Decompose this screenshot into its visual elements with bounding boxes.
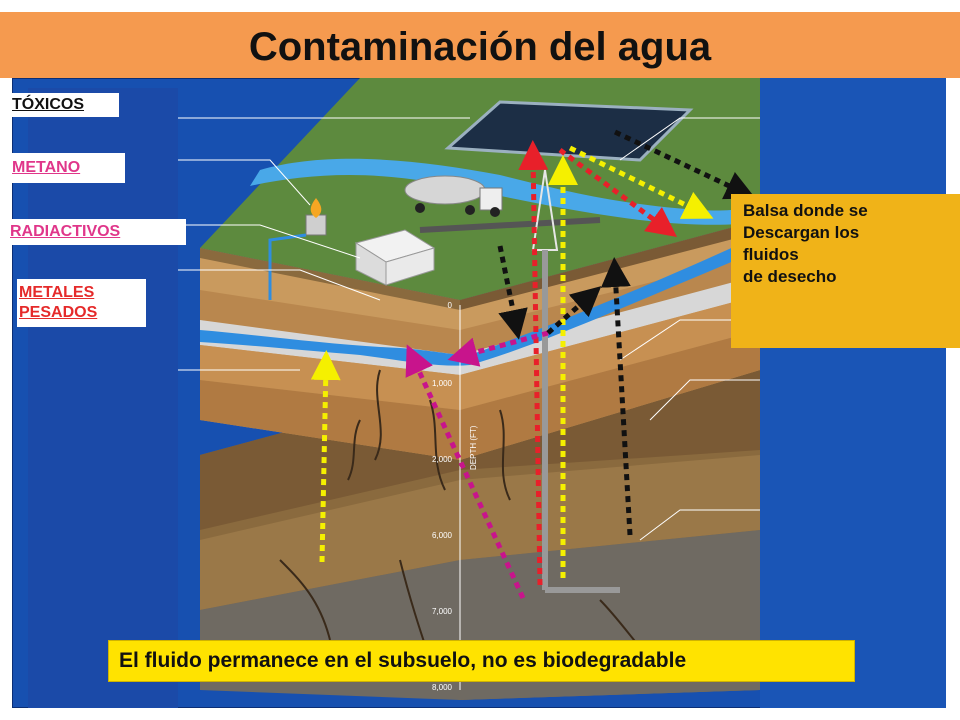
arrow-black-short xyxy=(546,286,602,335)
arrow-black-to-pit xyxy=(613,129,756,200)
label-metales-line1: METALES xyxy=(19,284,95,301)
arrow-red-up xyxy=(518,140,549,586)
background-left-strip xyxy=(28,88,178,708)
label-radiactivos: RADIACTIVOS xyxy=(8,219,186,245)
depth-tick-0: 0 xyxy=(448,301,453,310)
label-metales-line2: PESADOS xyxy=(19,304,98,321)
callout-balsa: Balsa donde se Descargan los fluidos de … xyxy=(731,194,960,348)
background-right-strip xyxy=(760,78,946,708)
arrow-magenta-diagonal xyxy=(405,344,526,600)
callout-line-2: Descargan los xyxy=(743,223,860,242)
well-tower xyxy=(531,169,620,593)
building xyxy=(354,229,436,286)
depth-tick-6000: 6,000 xyxy=(432,531,453,540)
arrow-black-down xyxy=(497,245,528,340)
leader-lines xyxy=(178,117,760,541)
callout-line-1: Balsa donde se xyxy=(743,201,868,220)
depth-tick-8000: 8,000 xyxy=(432,683,453,692)
depth-scale: 0 1,000 2,000 6,000 7,000 8,000 DEPTH (F… xyxy=(432,301,478,692)
label-metano: METANO xyxy=(8,153,125,183)
tanker-truck xyxy=(404,175,503,217)
callout-line-4: de desecho xyxy=(743,267,837,286)
label-metales-pesados: METALES PESADOS xyxy=(17,279,146,327)
bottom-note: El fluido permanece en el subsuelo, no e… xyxy=(108,640,855,682)
depth-tick-7000: 7,000 xyxy=(432,607,453,616)
depth-tick-2000: 2,000 xyxy=(432,455,453,464)
contamination-arrows xyxy=(310,129,756,600)
page-title: Contaminación del agua xyxy=(248,25,712,69)
callout-line-3: fluidos xyxy=(743,245,799,264)
depth-axis-label: DEPTH (FT) xyxy=(469,425,478,470)
title-bar xyxy=(0,12,960,78)
fractures xyxy=(279,369,661,671)
label-toxicos: TÓXICOS xyxy=(8,93,119,117)
arrow-magenta-short xyxy=(447,330,549,367)
arrow-yellow-diagonal xyxy=(568,145,714,219)
depth-tick-1000: 1,000 xyxy=(432,379,453,388)
